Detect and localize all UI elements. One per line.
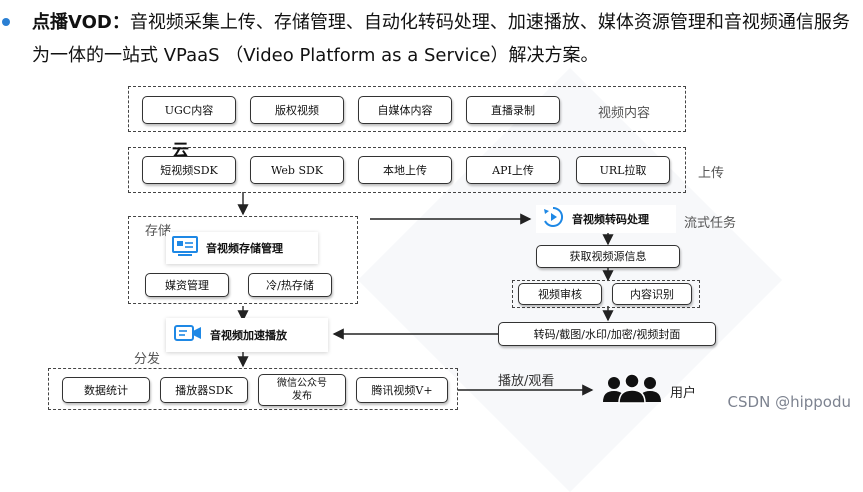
storage-service-panel: 音视频存储管理 [166, 232, 318, 264]
source-info-node: 获取视频源信息 [536, 245, 680, 268]
upload-api: API上传 [466, 156, 560, 184]
transcode-icon [542, 206, 564, 232]
upload-url: URL拉取 [576, 156, 670, 184]
flow-arrows [237, 192, 614, 396]
content-copyright: 版权视频 [250, 96, 344, 124]
storage-cold-hot: 冷/热存储 [248, 273, 332, 297]
headline-text: 音视频采集上传、存储管理、自动化转码处理、加速播放、媒体资源管理和音视频通信服务… [32, 12, 850, 66]
upload-row-label: 上传 [698, 166, 725, 181]
distribution-group [48, 368, 458, 410]
storage-label: 存储 [145, 224, 172, 239]
storage-group [128, 216, 358, 304]
watermark: CSDN @hippodu [727, 393, 851, 411]
content-live-record: 直播录制 [466, 96, 560, 124]
stream-task-label: 流式任务 [684, 216, 737, 231]
transcode-output-node: 转码/截图/水印/加密/视频封面 [498, 322, 716, 346]
dist-data-stats: 数据统计 [62, 377, 150, 403]
storage-media-management: 媒资管理 [145, 273, 229, 297]
transcode-service-panel: 音视频转码处理 [536, 205, 676, 233]
content-row-label: 视频内容 [598, 106, 651, 121]
play-watch-label: 播放/观看 [498, 374, 555, 389]
headline: 点播VOD：音视频采集上传、存储管理、自动化转码处理、加速播放、媒体资源管理和音… [32, 6, 852, 72]
transcode-service-title: 音视频转码处理 [572, 213, 649, 226]
review-video-audit: 视频审核 [518, 283, 602, 305]
acceleration-icon [174, 323, 202, 347]
distribution-label: 分发 [134, 352, 161, 367]
content-self-media: 自媒体内容 [358, 96, 452, 124]
acceleration-service-panel: 音视频加速播放 [166, 318, 328, 352]
users-icon [600, 373, 664, 408]
upload-local: 本地上传 [358, 156, 452, 184]
review-group [512, 280, 700, 308]
upload-short-video-sdk: 短视频SDK [142, 156, 236, 184]
content-ugc: UGC内容 [142, 96, 236, 124]
content-group [128, 86, 686, 132]
upload-group [128, 147, 686, 193]
dist-player-sdk: 播放器SDK [160, 377, 248, 403]
review-content-recognition: 内容识别 [612, 283, 692, 305]
upload-web-sdk: Web SDK [250, 156, 344, 184]
headline-title: 点播VOD： [32, 12, 130, 33]
storage-icon [172, 236, 198, 260]
acceleration-service-title: 音视频加速播放 [210, 329, 287, 342]
bullet-point [2, 18, 10, 26]
user-label: 用户 [670, 386, 697, 401]
dist-wechat: 微信公众号 发布 [258, 374, 346, 406]
storage-service-title: 音视频存储管理 [206, 242, 283, 255]
dist-tencent-v: 腾讯视频V+ [356, 377, 448, 403]
